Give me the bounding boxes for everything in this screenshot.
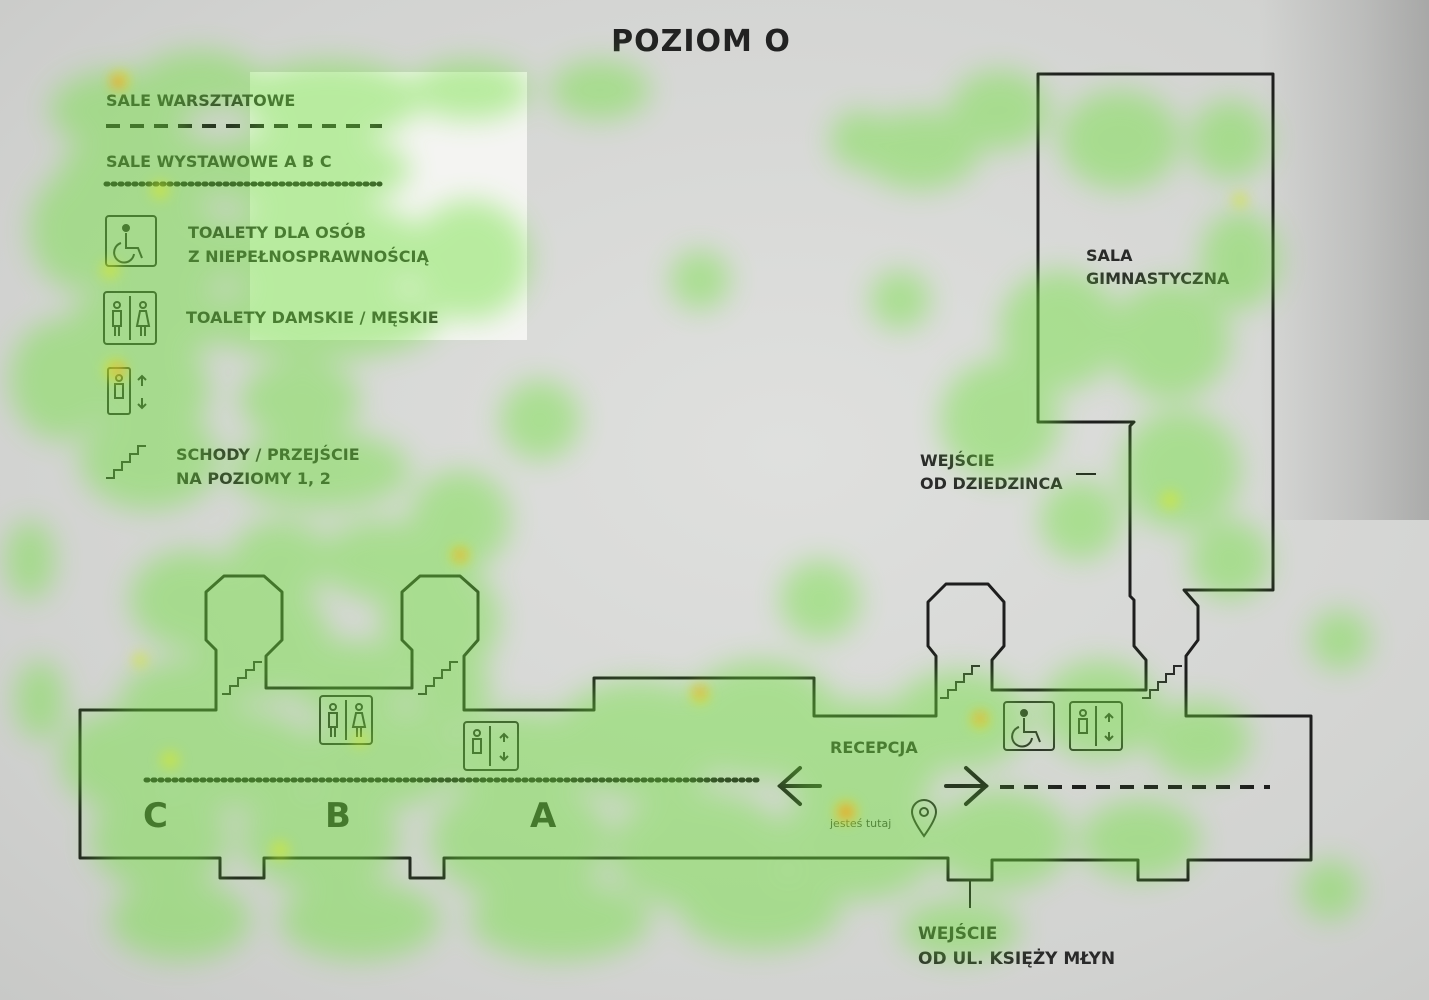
right-arrow-icon (944, 766, 989, 806)
left-arrow-icon (777, 766, 822, 806)
legend-restroom-icon (103, 291, 157, 345)
photo-glare (1259, 0, 1429, 520)
main-building-outline (78, 72, 1313, 882)
page-title: POZIOM O (611, 24, 791, 59)
stairs-icon (222, 661, 1182, 699)
wheelchair-icon (1003, 701, 1055, 751)
legend-elevator-icon (107, 367, 147, 415)
restroom-icon (319, 695, 373, 745)
legend-wheelchair-icon (105, 215, 157, 267)
location-pin-icon (910, 799, 938, 838)
elevator-icon-east (1069, 701, 1123, 751)
elevator-icon (463, 721, 519, 771)
gym-label-1: SALA (1086, 246, 1133, 265)
legend-stairs-icon (106, 445, 146, 479)
